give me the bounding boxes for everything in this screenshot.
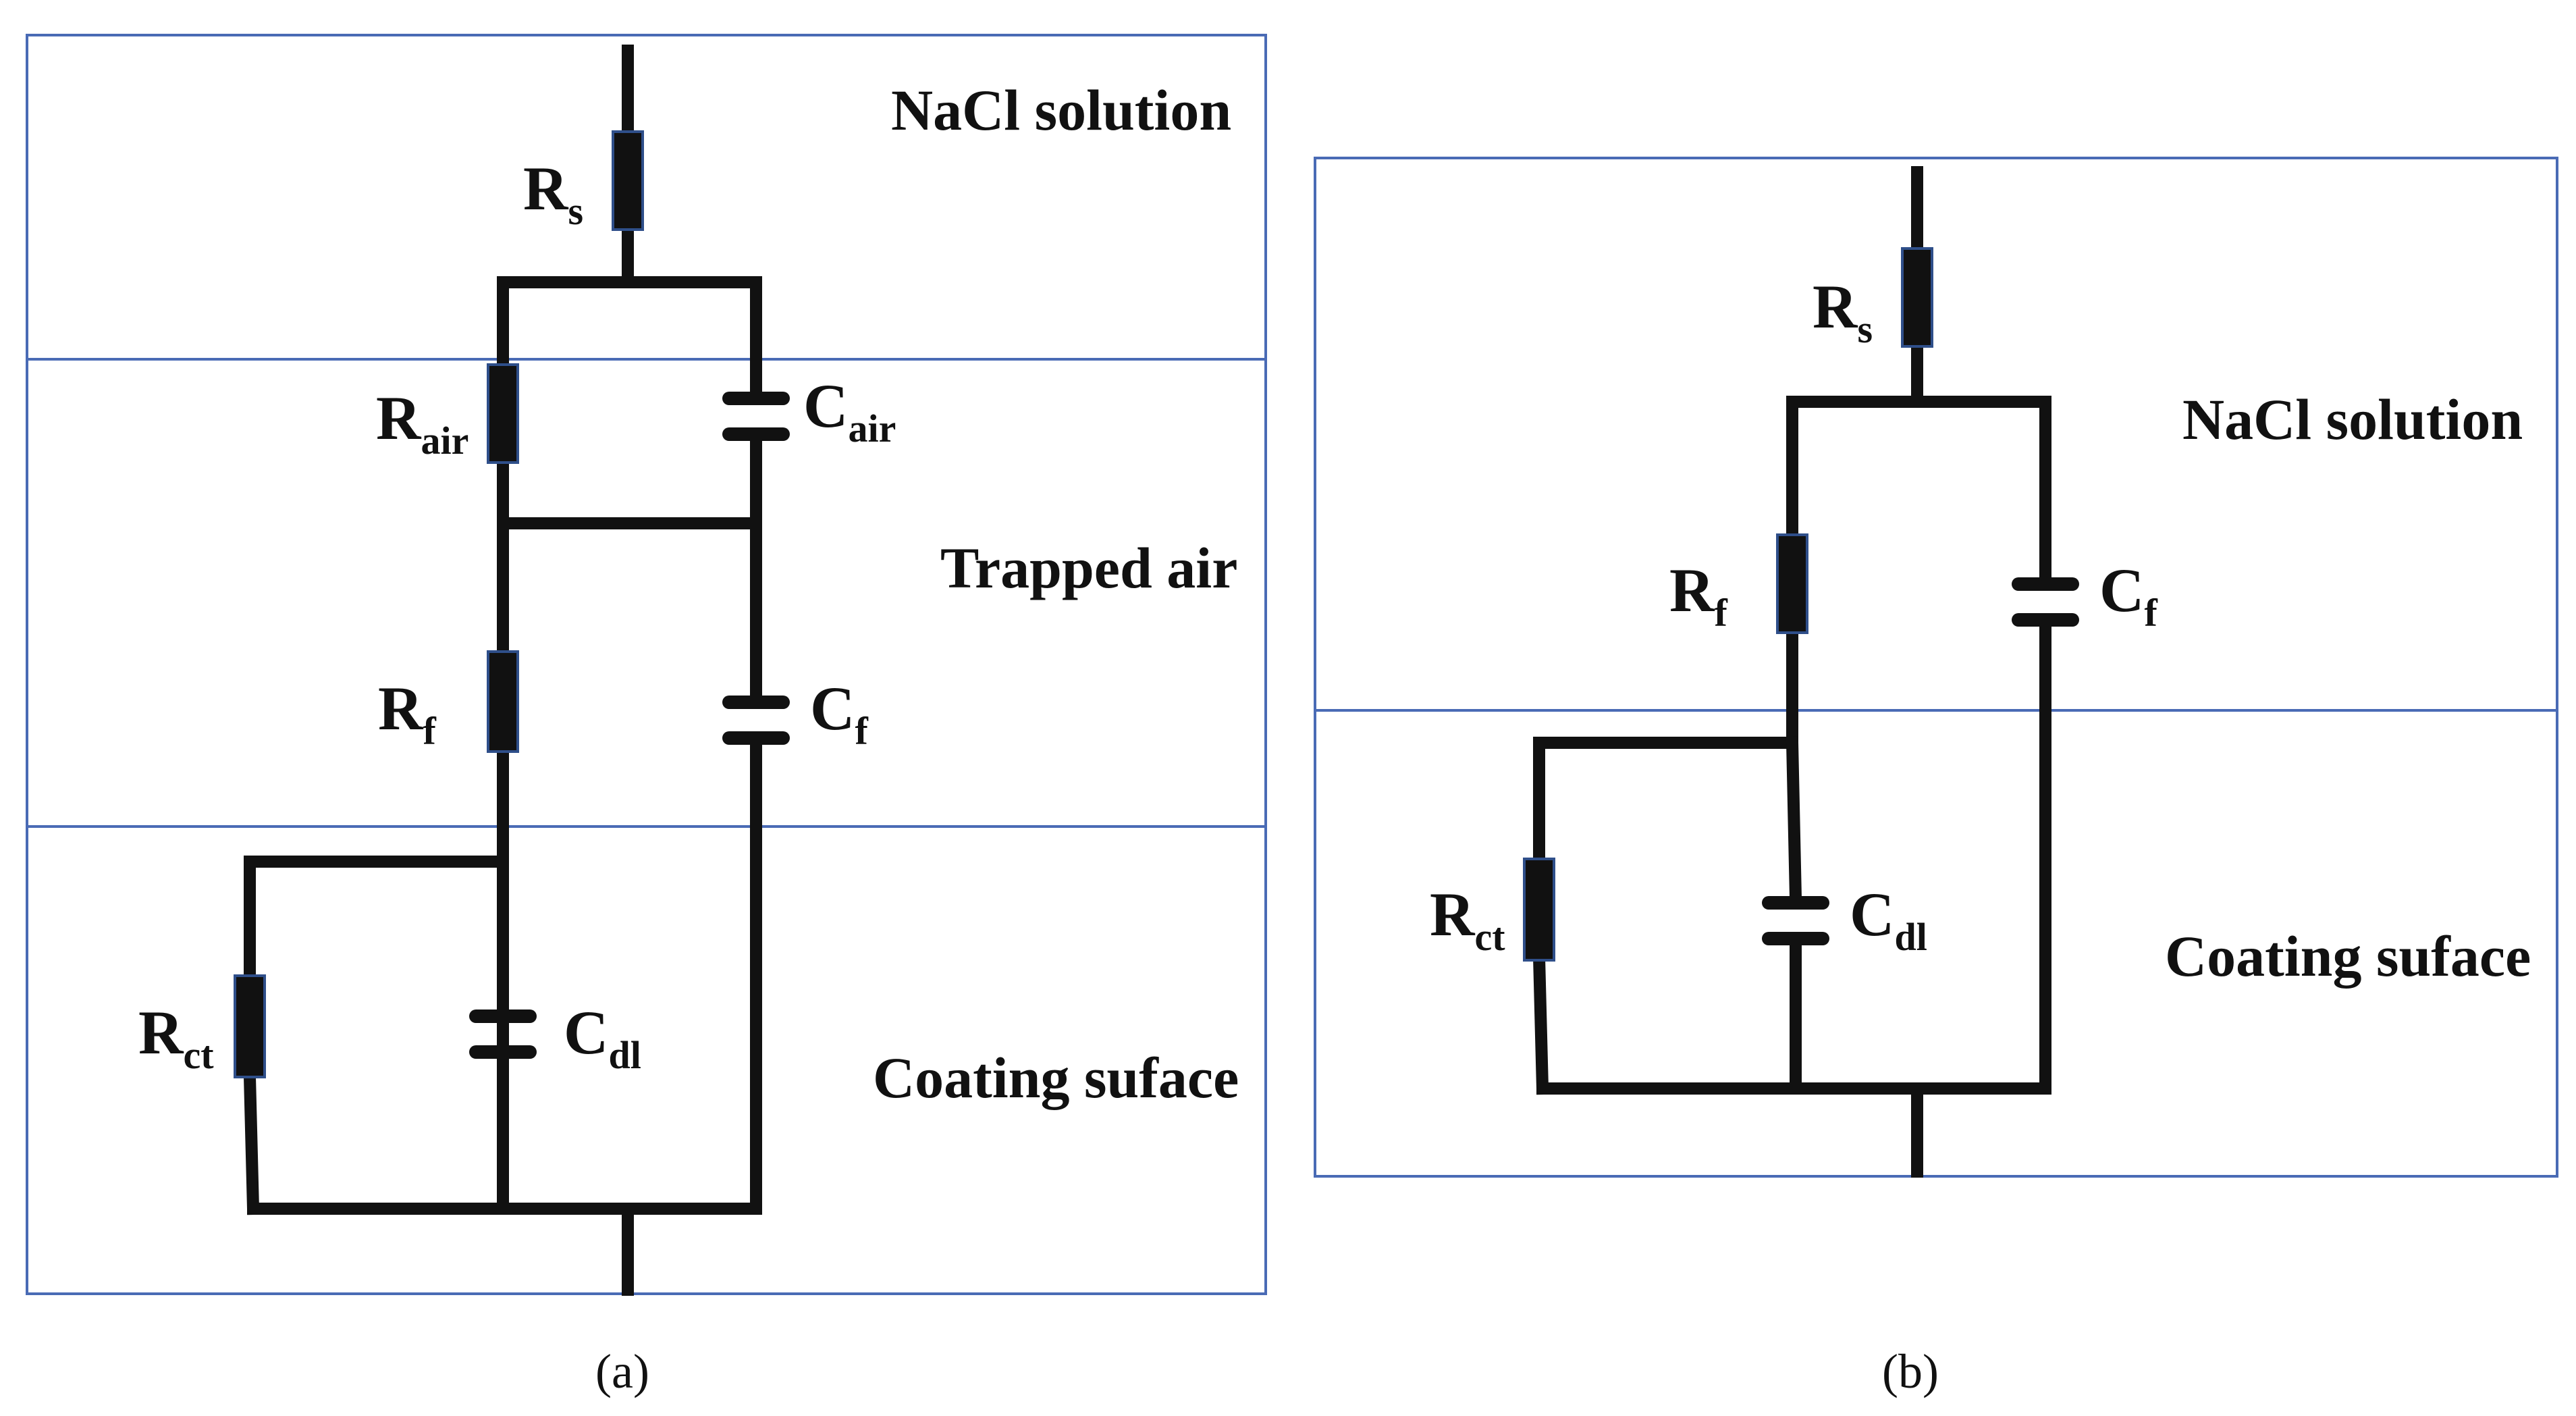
capacitor-a-cdl bbox=[469, 1009, 537, 1059]
diagram-b: Rs Rf Cf Rct Cdl NaCl solution Coating s… bbox=[1314, 157, 2558, 1398]
label-b-rct: Rct bbox=[1430, 880, 1505, 959]
label-a-rf: Rf bbox=[378, 674, 436, 753]
region-label-a-trapped-air: Trapped air bbox=[940, 535, 1237, 600]
resistor-a-rf bbox=[487, 650, 519, 753]
resistor-a-rair bbox=[487, 363, 519, 464]
region-b-coating bbox=[1314, 709, 2558, 1178]
diagram-a: Rs Rair Cair Rf Cf Rct Cdl NaCl solution… bbox=[26, 34, 1267, 1398]
label-a-cdl: Cdl bbox=[564, 998, 641, 1077]
label-a-rair: Rair bbox=[376, 384, 468, 463]
caption-b: (b) bbox=[1882, 1344, 1939, 1398]
resistor-b-rct bbox=[1523, 858, 1555, 962]
wires-b bbox=[1532, 166, 2051, 1178]
region-a-coating bbox=[26, 825, 1267, 1295]
label-b-rs: Rs bbox=[1813, 272, 1873, 351]
label-a-cair: Cair bbox=[803, 371, 896, 450]
wires-a bbox=[243, 45, 762, 1296]
capacitor-b-cf bbox=[2012, 577, 2079, 627]
capacitor-a-cair bbox=[722, 392, 790, 441]
resistor-b-rf bbox=[1776, 533, 1808, 634]
label-b-cf: Cf bbox=[2099, 556, 2157, 635]
label-a-rct: Rct bbox=[138, 998, 214, 1077]
resistor-b-rs bbox=[1901, 247, 1933, 348]
region-label-a-coating: Coating suface bbox=[873, 1045, 1239, 1110]
label-a-rs: Rs bbox=[523, 154, 583, 233]
capacitor-a-cf bbox=[722, 696, 790, 745]
caption-a: (a) bbox=[595, 1344, 649, 1398]
label-b-cdl: Cdl bbox=[1850, 880, 1927, 959]
region-label-b-coating: Coating suface bbox=[2165, 924, 2531, 989]
region-label-a-nacl: NaCl solution bbox=[891, 78, 1231, 142]
resistor-a-rct bbox=[234, 974, 266, 1078]
capacitor-b-cdl bbox=[1762, 896, 1829, 945]
label-b-rf: Rf bbox=[1669, 556, 1727, 635]
label-a-cf: Cf bbox=[810, 674, 868, 753]
region-label-b-nacl: NaCl solution bbox=[2182, 387, 2523, 452]
resistor-a-rs bbox=[612, 130, 644, 231]
